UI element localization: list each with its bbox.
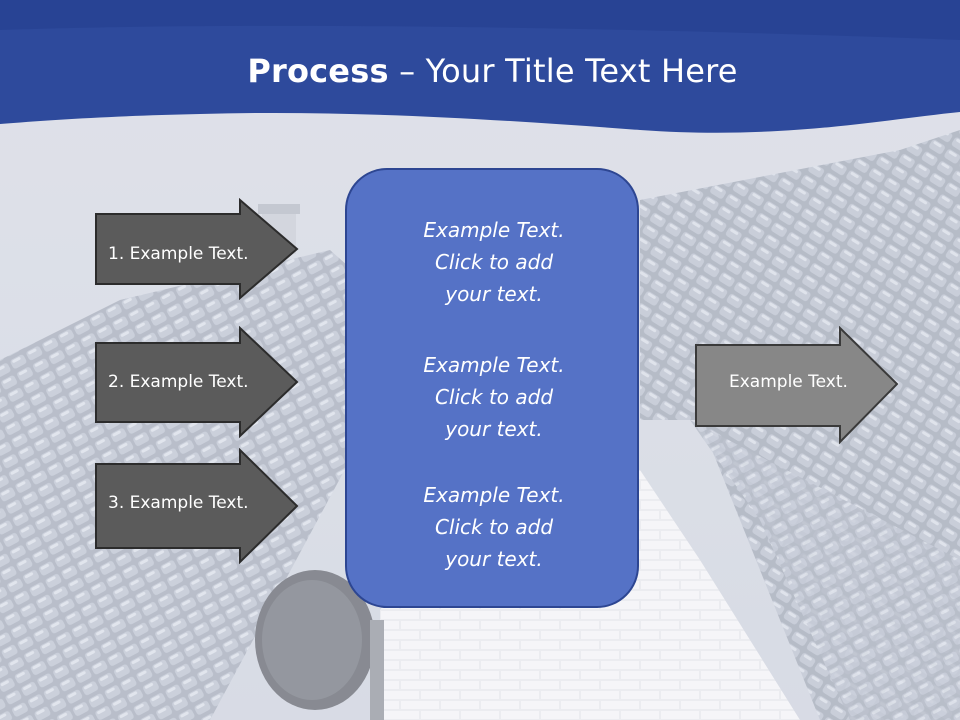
center-content-box[interactable]: Example Text. Click to add your text. Ex…: [345, 168, 639, 608]
slide-title[interactable]: Process – Your Title Text Here: [0, 52, 960, 90]
left-arrow-1-label: 1. Example Text.: [108, 244, 249, 264]
left-arrow-2-label: 2. Example Text.: [108, 372, 249, 392]
center-block-3-line-1: Example Text.: [423, 483, 565, 507]
center-block-3-line-3: your text.: [445, 547, 543, 571]
title-bold: Process: [247, 52, 389, 90]
center-block-2-line-1: Example Text.: [423, 353, 565, 377]
center-block-1-line-3: your text.: [445, 282, 543, 306]
title-rest: – Your Title Text Here: [388, 52, 738, 90]
right-arrow[interactable]: [694, 326, 900, 444]
right-arrow-label: Example Text.: [729, 372, 848, 392]
center-block-2-line-3: your text.: [445, 417, 543, 441]
left-arrow-3[interactable]: [94, 448, 300, 564]
center-block-2-line-2: Click to add: [434, 385, 554, 409]
left-arrow-3-label: 3. Example Text.: [108, 493, 249, 513]
center-block-3[interactable]: Example Text. Click to add your text.: [347, 479, 641, 575]
center-block-1-line-1: Example Text.: [423, 218, 565, 242]
center-block-2[interactable]: Example Text. Click to add your text.: [347, 349, 641, 445]
center-block-1-line-2: Click to add: [434, 250, 554, 274]
left-arrow-2[interactable]: [94, 326, 300, 438]
left-arrow-1[interactable]: [94, 198, 300, 300]
center-block-3-line-2: Click to add: [434, 515, 554, 539]
center-block-1[interactable]: Example Text. Click to add your text.: [347, 214, 641, 310]
